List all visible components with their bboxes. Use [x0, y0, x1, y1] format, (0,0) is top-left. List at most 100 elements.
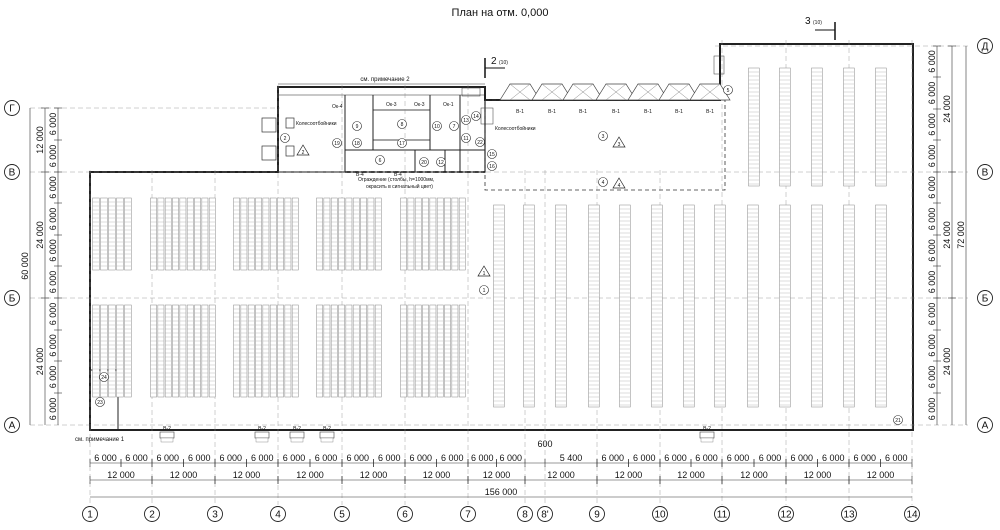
dim-right-inner: 6 000	[927, 82, 937, 105]
rack-column	[262, 304, 270, 398]
rack-block	[714, 204, 726, 408]
axis-bubble-bottom: 12	[778, 506, 794, 522]
gate-top-label: В-1	[675, 109, 683, 115]
room-marker-label: 1	[483, 288, 486, 294]
dim-right-mid: 24 000	[942, 348, 952, 376]
dim-bottom-row2: 12 000	[107, 470, 135, 480]
rack-column	[493, 204, 505, 408]
rack-column	[555, 204, 567, 408]
gate-bottom: В-2	[289, 426, 305, 443]
axis-bubble-bottom: 10	[652, 506, 668, 522]
room-marker: 18	[352, 138, 362, 148]
dim-bottom-row1: 6 000	[759, 453, 782, 463]
rack-column	[179, 304, 187, 398]
axis-bubble-right-label: Б	[982, 294, 989, 305]
axis-bubble-bottom-label: 7	[465, 510, 471, 521]
rack-block	[843, 67, 855, 187]
axis-bubble-bottom: 2	[144, 506, 160, 522]
gate-bottom: В-2	[699, 426, 715, 443]
rack-column	[345, 304, 353, 398]
dim-left-inner: 6 000	[48, 176, 58, 199]
dim-bottom-row1: 6 000	[471, 453, 494, 463]
rack-block	[619, 204, 631, 408]
room-marker-label: 15	[489, 152, 495, 158]
dim-bottom-row1: 6 000	[251, 453, 274, 463]
dim-bottom-row2: 12 000	[867, 470, 895, 480]
rack-column	[92, 304, 100, 398]
rack-column	[875, 204, 887, 408]
axis-bubble-bottom-label: 9	[594, 510, 600, 521]
axis-bubble-bottom-label: 6	[402, 510, 408, 521]
dim-left-inner: 6 000	[48, 113, 58, 136]
rack-column	[458, 304, 466, 398]
dim-bottom-row1: 6 000	[219, 453, 242, 463]
room-marker: 10	[432, 121, 442, 131]
room-marker: 5	[723, 85, 733, 95]
rack-block	[588, 204, 600, 408]
rack-column	[194, 304, 201, 398]
rack-block	[875, 67, 887, 187]
dim-left-inner: 6 000	[48, 208, 58, 231]
rack-column	[316, 304, 323, 398]
section-mark-3-ref: (10)	[813, 20, 822, 26]
dim-right-inner: 6 000	[927, 176, 937, 199]
axis-bubble-bottom-label: 12	[780, 510, 792, 521]
rack-column	[352, 304, 360, 398]
room-marker: 13	[461, 115, 471, 125]
dim-bottom-row2: 12 000	[423, 470, 451, 480]
stairs	[461, 55, 725, 125]
rack-block	[233, 304, 299, 398]
rack-column	[523, 204, 535, 408]
gate-bottom-label: В-2	[293, 426, 301, 432]
fence-note-line1: Ограждение (столбы, h=1000мм,	[358, 177, 434, 183]
dim-left-inner: 6 000	[48, 366, 58, 389]
axis-bubble-bottom-label: 2	[149, 510, 155, 521]
rack-column	[811, 67, 823, 187]
dim-right-inner: 6 000	[927, 303, 937, 326]
note-2-label: см. примечание 2	[360, 77, 410, 83]
rack-column	[683, 204, 695, 408]
rack-column	[330, 304, 338, 398]
room-marker: 4	[598, 177, 608, 187]
room-marker-label: 7	[453, 124, 456, 130]
dim-left-inner: 6 000	[48, 239, 58, 262]
rack-column	[208, 304, 216, 398]
room-marker: 9	[352, 121, 362, 131]
rack-block	[92, 304, 132, 398]
wheel-guards-left	[261, 117, 295, 161]
window-label-ok3b: Ок-3	[414, 102, 425, 108]
dim-left-mid: 12 000	[35, 126, 45, 154]
rack-column	[875, 67, 887, 187]
rack-block	[747, 204, 759, 408]
dim-bottom-row2: 12 000	[547, 470, 575, 480]
dim-bottom-row2: 12 000	[677, 470, 705, 480]
room-marker-label: 22	[477, 140, 483, 146]
room-marker: 3	[598, 131, 608, 141]
rack-column	[779, 204, 791, 408]
dim-bottom-row1: 6 000	[601, 453, 624, 463]
rack-column	[108, 304, 116, 398]
axis-bubble-bottom: 7	[460, 506, 476, 522]
room-marker-label: 23	[97, 400, 103, 406]
rack-column	[240, 304, 248, 398]
dim-bottom-row1: 6 000	[94, 453, 117, 463]
room-marker-label: 21	[895, 418, 901, 424]
rack-column	[414, 304, 422, 398]
axis-bubble-bottom: 4	[270, 506, 286, 522]
rack-column	[374, 304, 382, 398]
door-label-b4b: В-4	[394, 172, 402, 178]
rack-block	[400, 197, 466, 271]
axis-bubble-left-label: А	[9, 421, 16, 432]
room-marker-label: 17	[399, 141, 405, 147]
dim-bottom-row1: 6 000	[409, 453, 432, 463]
dim-bottom-row1: 6 000	[727, 453, 750, 463]
rack-block	[811, 67, 823, 187]
rack-block	[150, 197, 216, 271]
gate-top: В-1	[595, 83, 637, 115]
gate-bottom-label: В-2	[258, 426, 266, 432]
room-marker-label: 11	[463, 136, 468, 142]
rack-column	[247, 304, 255, 398]
